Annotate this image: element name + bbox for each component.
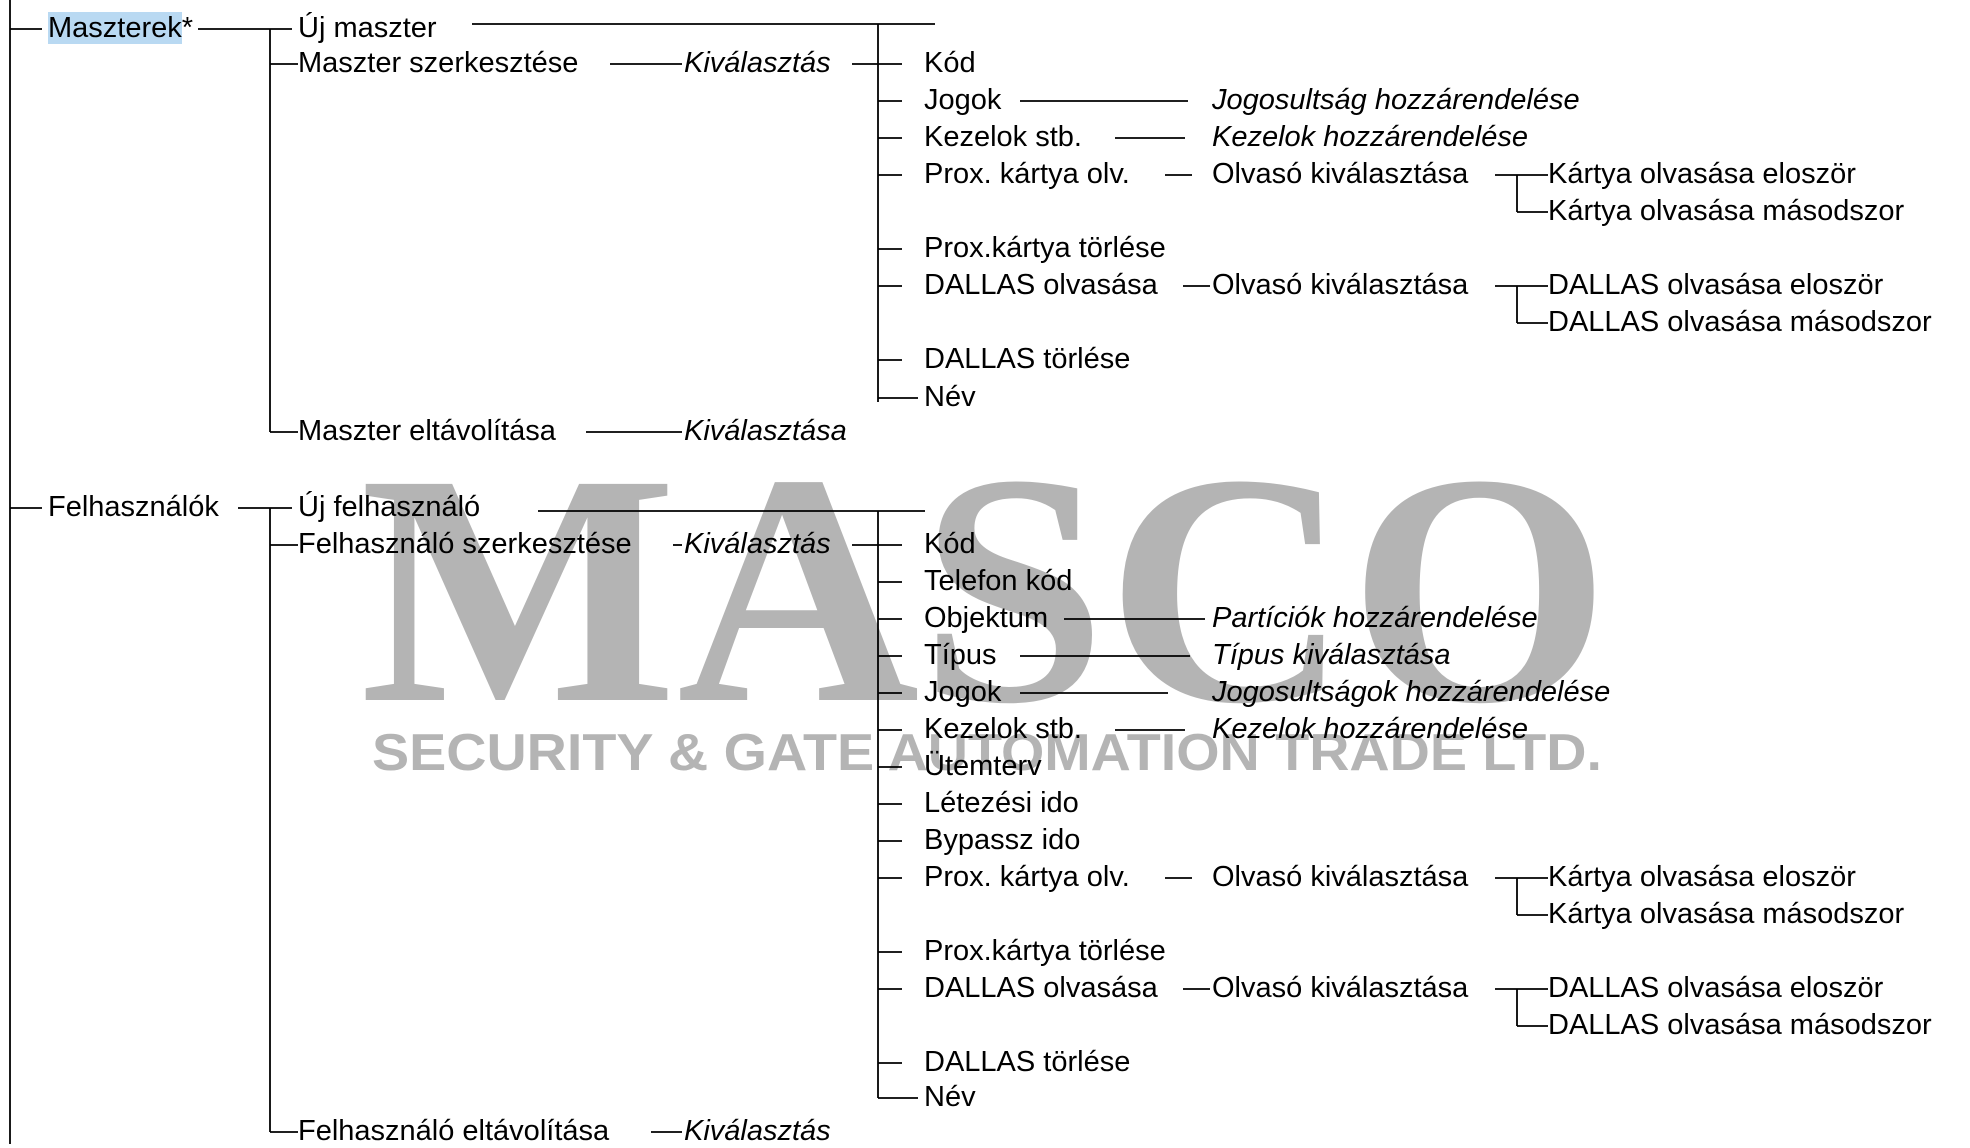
users-rights-assign[interactable]: Jogosultságok hozzárendelése — [1212, 676, 1611, 708]
masters-prox-delete[interactable]: Prox.kártya törlése — [924, 232, 1166, 264]
users-type[interactable]: Típus — [924, 639, 997, 671]
users-type-select[interactable]: Típus kiválasztása — [1212, 639, 1451, 671]
users-edit-select[interactable]: Kiválasztás — [684, 528, 831, 560]
users-bypass[interactable]: Bypassz ido — [924, 824, 1081, 856]
masters-handlers[interactable]: Kezelok stb. — [924, 121, 1082, 153]
users-prox-first[interactable]: Kártya olvasása eloször — [1548, 861, 1856, 893]
users-edit[interactable]: Felhasználó szerkesztése — [298, 528, 632, 560]
masters-prox-first[interactable]: Kártya olvasása eloször — [1548, 158, 1856, 190]
users-dallas-reader-select[interactable]: Olvasó kiválasztása — [1212, 972, 1469, 1004]
masters-dallas-read[interactable]: DALLAS olvasása — [924, 269, 1158, 301]
masters-edit-select[interactable]: Kiválasztás — [684, 47, 831, 79]
users-object[interactable]: Objektum — [924, 602, 1049, 634]
users-phone-code[interactable]: Telefon kód — [924, 565, 1073, 597]
users-new[interactable]: Új felhasználó — [298, 491, 481, 523]
users-prox-second[interactable]: Kártya olvasása másodszor — [1548, 898, 1905, 930]
masters-name[interactable]: Név — [924, 381, 976, 413]
users-lifetime[interactable]: Létezési ido — [924, 787, 1079, 819]
users-schedule[interactable]: Ütemterv — [924, 750, 1042, 782]
users-root[interactable]: Felhasználók — [48, 491, 219, 523]
masters-edit[interactable]: Maszter szerkesztése — [298, 47, 579, 79]
users-handlers[interactable]: Kezelok stb. — [924, 713, 1082, 745]
users-dallas-read[interactable]: DALLAS olvasása — [924, 972, 1158, 1004]
users-dallas-delete[interactable]: DALLAS törlése — [924, 1046, 1131, 1078]
users-prox-read[interactable]: Prox. kártya olv. — [924, 861, 1130, 893]
users-dallas-first[interactable]: DALLAS olvasása eloször — [1548, 972, 1884, 1004]
users-dallas-second[interactable]: DALLAS olvasása másodszor — [1548, 1009, 1932, 1041]
masters-rights[interactable]: Jogok — [924, 84, 1002, 116]
masters-root[interactable]: Maszterek* — [48, 11, 193, 45]
masters-dallas-reader-select[interactable]: Olvasó kiválasztása — [1212, 269, 1469, 301]
masters-root-label: Maszterek — [48, 12, 182, 44]
watermark-brand: MASCO — [360, 407, 1610, 772]
masters-remove-select[interactable]: Kiválasztása — [684, 415, 847, 447]
users-code[interactable]: Kód — [924, 528, 976, 560]
masters-prox-read[interactable]: Prox. kártya olv. — [924, 158, 1130, 190]
masters-dallas-first[interactable]: DALLAS olvasása eloször — [1548, 269, 1884, 301]
users-rights[interactable]: Jogok — [924, 676, 1002, 708]
masters-dallas-second[interactable]: DALLAS olvasása másodszor — [1548, 306, 1932, 338]
masters-prox-reader-select[interactable]: Olvasó kiválasztása — [1212, 158, 1469, 190]
users-prox-reader-select[interactable]: Olvasó kiválasztása — [1212, 861, 1469, 893]
masters-new[interactable]: Új maszter — [298, 12, 437, 44]
masters-root-marker: * — [181, 12, 194, 44]
users-remove[interactable]: Felhasználó eltávolítása — [298, 1115, 610, 1147]
masters-dallas-delete[interactable]: DALLAS törlése — [924, 343, 1131, 375]
users-name[interactable]: Név — [924, 1081, 976, 1113]
masters-prox-second[interactable]: Kártya olvasása másodszor — [1548, 195, 1905, 227]
masters-handlers-assign[interactable]: Kezelok hozzárendelése — [1212, 121, 1528, 153]
watermark-tagline: SECURITY & GATE AUTOMATION TRADE LTD. — [372, 724, 1602, 782]
users-object-assign[interactable]: Partíciók hozzárendelése — [1212, 602, 1538, 634]
users-remove-select[interactable]: Kiválasztás — [684, 1115, 831, 1147]
users-prox-delete[interactable]: Prox.kártya törlése — [924, 935, 1166, 967]
masters-remove[interactable]: Maszter eltávolítása — [298, 415, 556, 447]
masters-code[interactable]: Kód — [924, 47, 976, 79]
users-handlers-assign[interactable]: Kezelok hozzárendelése — [1212, 713, 1528, 745]
masters-rights-assign[interactable]: Jogosultság hozzárendelése — [1212, 84, 1580, 116]
